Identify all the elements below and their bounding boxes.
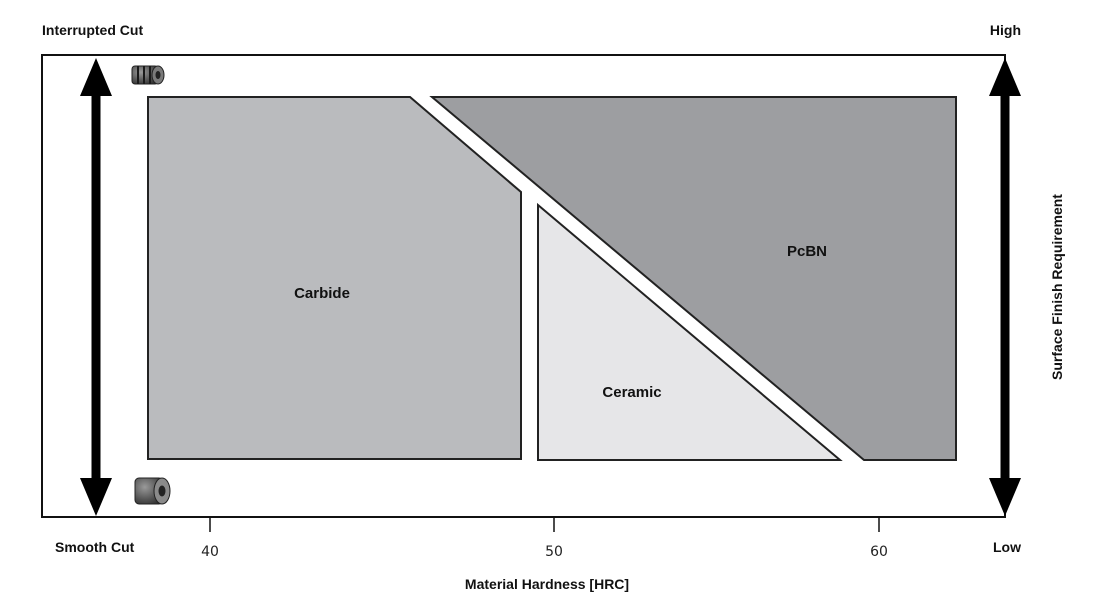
interrupted-cut-label: Interrupted Cut <box>42 22 143 38</box>
carbide-region <box>147 96 522 460</box>
y-axis-title: Surface Finish Requirement <box>1049 194 1065 380</box>
pcbn-label: PcBN <box>787 243 827 260</box>
carbide-label: Carbide <box>294 285 350 302</box>
interrupted-cut-workpiece-icon <box>131 65 165 85</box>
x-tick-label-60: 60 <box>870 544 888 560</box>
x-tick-label-50: 50 <box>545 544 563 560</box>
x-axis-ticks: 40 50 60 <box>201 517 888 560</box>
high-label: High <box>990 22 1021 38</box>
smooth-cut-workpiece-icon <box>134 477 171 505</box>
x-axis-title: Material Hardness [HRC] <box>465 576 629 592</box>
pcbn-region <box>429 96 957 461</box>
x-tick-label-40: 40 <box>201 544 219 560</box>
ceramic-label: Ceramic <box>602 384 661 401</box>
ceramic-region <box>537 202 843 461</box>
smooth-cut-label: Smooth Cut <box>55 539 135 555</box>
right-double-arrow <box>989 58 1021 516</box>
left-double-arrow <box>80 58 112 516</box>
low-label: Low <box>993 539 1021 555</box>
